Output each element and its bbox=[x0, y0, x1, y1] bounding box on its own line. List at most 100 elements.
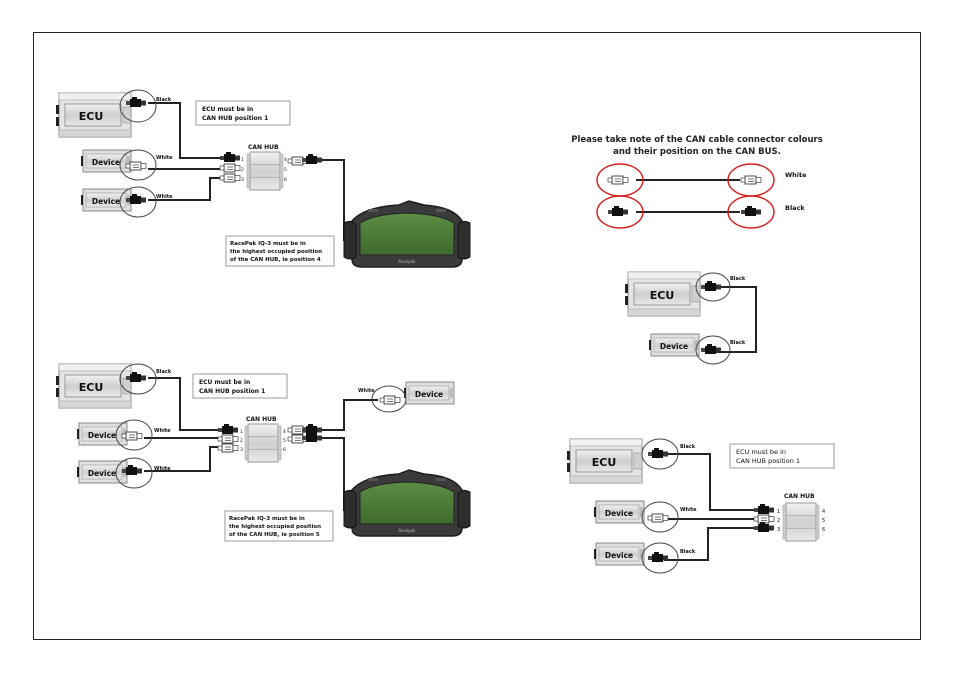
white-label: White bbox=[154, 428, 171, 434]
connector-highlight bbox=[695, 272, 731, 302]
connector-highlight bbox=[115, 419, 153, 451]
ecu-box: ECU bbox=[624, 271, 701, 317]
connector-highlight bbox=[641, 438, 679, 470]
white-label: White bbox=[785, 171, 807, 179]
connector-highlight bbox=[727, 195, 775, 229]
svg-text:CAN HUB position 1: CAN HUB position 1 bbox=[199, 388, 265, 395]
device-box: Device bbox=[648, 333, 700, 357]
ecu-position-note: ECU must be in CAN HUB position 1 bbox=[729, 443, 835, 469]
svg-text:CAN HUB position 1: CAN HUB position 1 bbox=[202, 115, 268, 122]
hub-port: 5 bbox=[822, 518, 825, 524]
can-hub-label: CAN HUB bbox=[246, 416, 277, 423]
cable-device bbox=[144, 446, 220, 472]
black-connector bbox=[701, 281, 721, 291]
can-hub bbox=[782, 502, 820, 542]
hub-port: 2 bbox=[241, 167, 244, 173]
connector-highlight bbox=[119, 89, 157, 123]
svg-text:of the CAN HUB, ie position 5: of the CAN HUB, ie position 5 bbox=[229, 532, 320, 538]
black-label: Black bbox=[730, 276, 746, 282]
cable-device bbox=[664, 527, 756, 561]
black-label: Black bbox=[156, 97, 172, 103]
diagram-direct-connection: ECU Device Black Black bbox=[624, 271, 757, 365]
device-box: Device bbox=[593, 542, 645, 566]
device-box: Device bbox=[593, 500, 645, 524]
cable-ecu-device bbox=[716, 286, 757, 353]
svg-text:ECU must be in: ECU must be in bbox=[199, 379, 250, 386]
white-connector bbox=[753, 514, 775, 524]
black-connector bbox=[218, 424, 238, 434]
connector-highlight bbox=[119, 186, 157, 218]
hub-port: 4 bbox=[283, 429, 286, 435]
device-label: Device bbox=[92, 197, 120, 206]
hub-port: 1 bbox=[240, 429, 243, 435]
white-label: White bbox=[680, 507, 697, 513]
connector-highlight bbox=[695, 335, 731, 365]
device-label: Device bbox=[92, 158, 120, 167]
hub-port: 4 bbox=[822, 509, 825, 515]
connector-highlight bbox=[641, 501, 679, 533]
white-label: White bbox=[156, 155, 173, 161]
racepak-position-note: RacePak IQ-3 must be in the highest occu… bbox=[224, 510, 334, 542]
cable-ecu bbox=[148, 377, 220, 431]
cable-colour-note: Please take note of the CAN cable connec… bbox=[571, 135, 823, 229]
ecu-box: ECU bbox=[55, 92, 132, 138]
racepak-dash: Racepak bbox=[343, 200, 471, 268]
white-label: White bbox=[358, 388, 375, 394]
hub-port: 3 bbox=[777, 527, 780, 533]
white-connector bbox=[217, 443, 239, 453]
svg-text:CAN HUB position 1: CAN HUB position 1 bbox=[736, 457, 800, 465]
hub-port: 1 bbox=[777, 509, 780, 515]
ecu-box: ECU bbox=[55, 363, 132, 409]
can-hub bbox=[244, 423, 282, 463]
ecu-label: ECU bbox=[79, 110, 104, 123]
svg-text:of the CAN HUB, ie position 4: of the CAN HUB, ie position 4 bbox=[230, 257, 321, 263]
black-connector bbox=[608, 206, 628, 216]
racepak-logo: Racepak bbox=[398, 528, 416, 533]
device-box: Device bbox=[76, 460, 128, 484]
connector-highlight bbox=[371, 385, 407, 413]
header-line-2: and their position on the CAN BUS. bbox=[613, 147, 781, 157]
black-connector bbox=[754, 504, 774, 514]
white-label: White bbox=[156, 194, 173, 200]
black-connector bbox=[701, 344, 721, 354]
hub-port: 6 bbox=[283, 447, 286, 453]
ecu-position-note: ECU must be in CAN HUB position 1 bbox=[195, 100, 291, 126]
hub-port: 5 bbox=[283, 438, 286, 444]
white-connector bbox=[740, 175, 762, 185]
connector-highlight bbox=[596, 195, 644, 229]
white-connector bbox=[607, 175, 629, 185]
ecu-box: ECU bbox=[566, 438, 643, 484]
black-connector bbox=[648, 552, 668, 562]
black-label: Black bbox=[156, 369, 172, 375]
svg-text:RacePak IQ-3 must be in: RacePak IQ-3 must be in bbox=[230, 241, 306, 247]
hub-port: 2 bbox=[777, 518, 780, 524]
white-connector bbox=[647, 513, 669, 523]
svg-text:the highest occupied position: the highest occupied position bbox=[230, 249, 322, 255]
diagram-hub-three-devices: ECU Device Device Black White Black bbox=[566, 438, 835, 574]
diagram-position-4: ECU Device Device Black White bbox=[55, 89, 471, 268]
can-hub-label: CAN HUB bbox=[248, 144, 279, 151]
black-label: Black bbox=[785, 204, 805, 212]
hub-port: 3 bbox=[241, 177, 244, 183]
device-box: Device bbox=[76, 422, 128, 446]
hub-port: 4 bbox=[284, 157, 287, 163]
can-hub bbox=[246, 151, 284, 191]
black-connector bbox=[648, 448, 668, 458]
cable-device-upper bbox=[316, 399, 378, 431]
header-line-1: Please take note of the CAN cable connec… bbox=[571, 135, 823, 145]
device-box: Device bbox=[403, 381, 455, 405]
svg-text:Device: Device bbox=[88, 431, 116, 440]
device-box: Device bbox=[80, 188, 132, 212]
white-connector bbox=[219, 163, 241, 173]
hub-port: 1 bbox=[241, 157, 244, 163]
ecu-position-note: ECU must be in CAN HUB position 1 bbox=[192, 373, 288, 399]
cable-ecu bbox=[668, 453, 756, 511]
cable-ecu bbox=[148, 102, 222, 159]
racepak-position-note: RacePak IQ-3 must be in the highest occu… bbox=[225, 235, 335, 267]
svg-text:ECU: ECU bbox=[650, 289, 675, 302]
black-connector bbox=[741, 206, 761, 216]
black-connector bbox=[754, 522, 774, 532]
hub-port: 5 bbox=[284, 167, 287, 173]
can-hub-label: CAN HUB bbox=[784, 493, 815, 500]
